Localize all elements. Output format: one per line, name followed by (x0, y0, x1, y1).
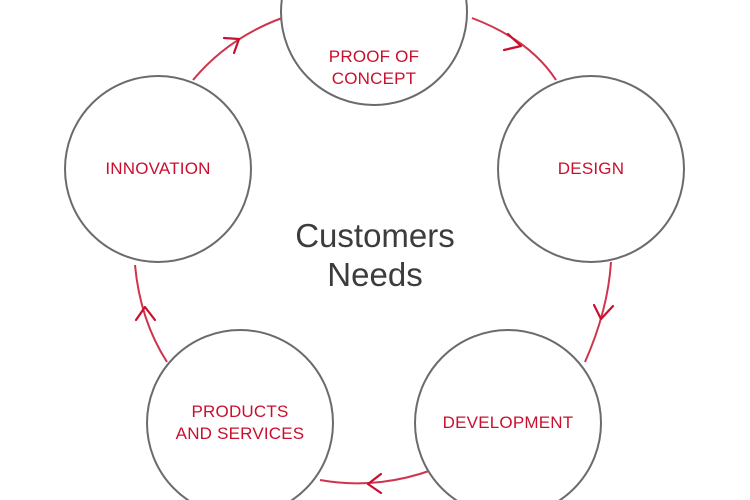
node-development: DEVELOPMENT (414, 329, 602, 500)
connector-design-to-development (584, 261, 612, 363)
center-title-line-2: Needs (327, 256, 423, 293)
center-title: Customers Needs (225, 216, 525, 294)
node-proof-of-concept-label: PROOF OF CONCEPT (328, 47, 420, 88)
node-products-and-services-label: PRODUCTS AND SERVICES (175, 402, 305, 443)
center-title-line-1: Customers (295, 217, 455, 254)
connector-innovation-to-proof (192, 17, 283, 81)
arrow-icon (502, 32, 523, 52)
connector-products-to-innovation (134, 264, 168, 363)
arrow-icon (592, 303, 615, 321)
node-products-and-services: PRODUCTS AND SERVICES (146, 329, 334, 500)
node-innovation: INNOVATION (64, 75, 252, 263)
node-development-label: DEVELOPMENT (442, 413, 574, 432)
arrow-icon (222, 36, 241, 55)
connector-proof-to-design (471, 17, 557, 81)
arrow-icon (134, 305, 157, 322)
connector-development-to-products (319, 469, 433, 485)
node-design: DESIGN (497, 75, 685, 263)
node-design-label: DESIGN (557, 159, 625, 178)
arrow-icon (366, 472, 383, 495)
node-innovation-label: INNOVATION (105, 159, 211, 178)
